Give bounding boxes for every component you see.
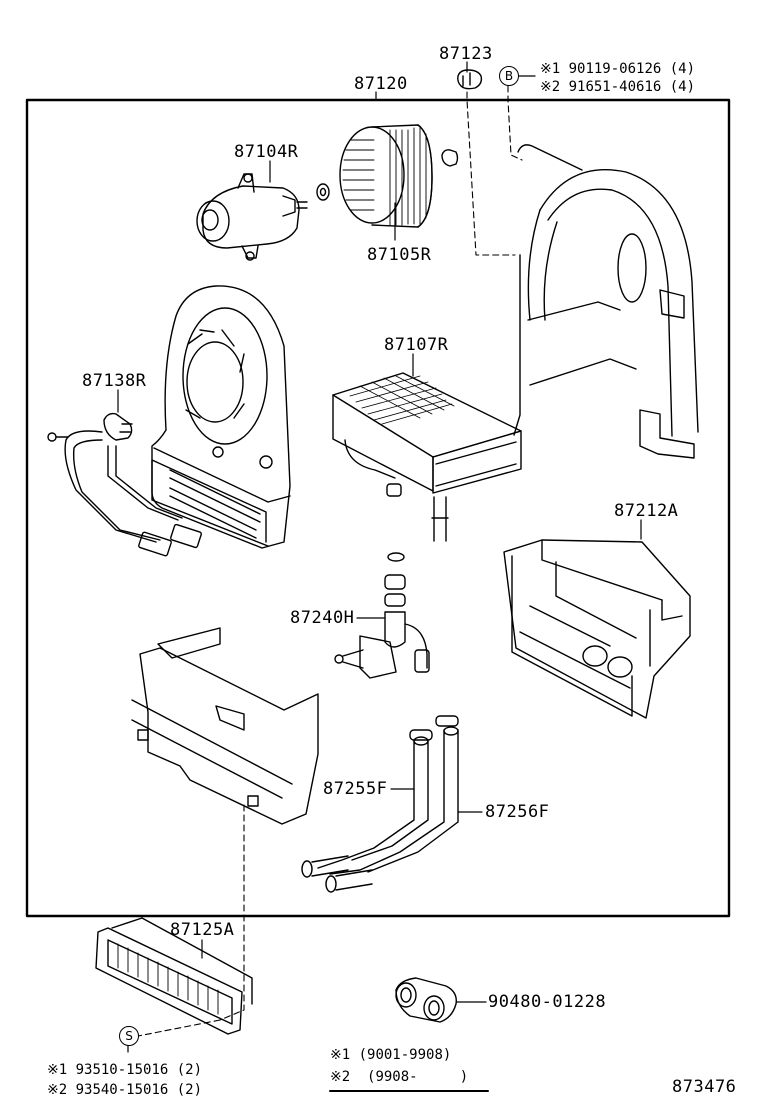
part-label-87105R: 87105R — [367, 245, 432, 265]
part-label-87125A: 87125A — [170, 920, 235, 940]
water-valve-87240H — [334, 552, 430, 679]
illustration-number: 873476 — [672, 1077, 737, 1097]
part-label-87255F: 87255F — [323, 779, 388, 799]
part-label-87256F: 87256F — [485, 802, 550, 822]
blower-housing — [151, 285, 291, 549]
callout-b-line-1: ※1 90119-06126 (4) — [540, 61, 696, 77]
legend-line-1: ※1 (9001-9908) — [330, 1047, 452, 1063]
nut — [441, 149, 459, 167]
blower-motor-87104R — [196, 173, 308, 261]
grommet-90480-01228 — [395, 977, 457, 1023]
pipe-clamps — [409, 715, 459, 741]
blower-fan-87105R — [339, 124, 433, 228]
part-label-87212A: 87212A — [614, 501, 679, 521]
callout-tag-s: S — [119, 1026, 139, 1046]
part-label-87240H: 87240H — [290, 608, 355, 628]
washer — [316, 183, 330, 201]
callout-tag-b: B — [499, 66, 519, 86]
case-87212A — [503, 539, 691, 719]
lower-case — [131, 627, 319, 825]
part-label-87104R: 87104R — [234, 142, 299, 162]
leader-lines — [117, 61, 642, 1053]
assembly-frame — [25, 98, 731, 918]
dashed-lines — [137, 85, 523, 1037]
part-label-87123: 87123 — [439, 44, 493, 64]
outlet-register-87125A — [95, 917, 253, 1035]
callout-b-line-2: ※2 91651-40616 (4) — [540, 79, 696, 95]
pipes-87255F-87256F — [301, 726, 459, 893]
resistor-harness-87138R — [47, 412, 202, 557]
legend-line-2: ※2 (9908- ) — [330, 1069, 469, 1085]
part-label-87107R: 87107R — [384, 335, 449, 355]
callout-s-line-1: ※1 93510-15016 (2) — [47, 1062, 203, 1078]
clip-87123 — [457, 69, 483, 90]
heater-core-87107R — [332, 372, 522, 542]
callout-s-line-2: ※2 93540-15016 (2) — [47, 1082, 203, 1098]
part-label-87138R: 87138R — [82, 371, 147, 391]
part-label-87120: 87120 — [354, 74, 408, 94]
blower-housing-bracket — [513, 144, 699, 459]
part-label-90480-01228: 90480-01228 — [488, 992, 607, 1012]
